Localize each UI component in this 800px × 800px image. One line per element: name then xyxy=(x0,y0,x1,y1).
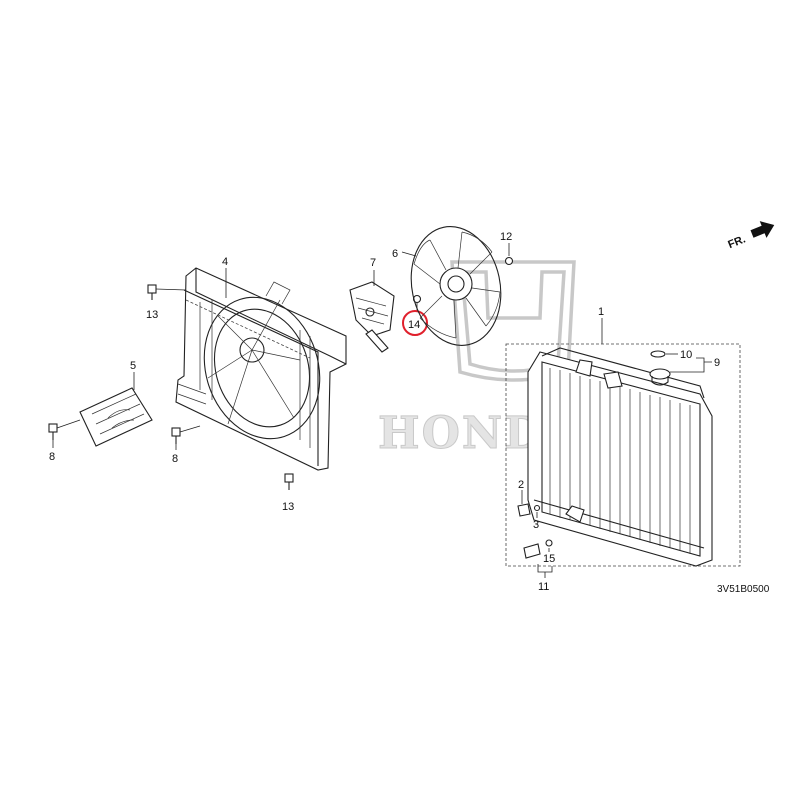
callout-14: 14 xyxy=(408,319,420,331)
callout-4: 4 xyxy=(222,256,228,268)
callout-10: 10 xyxy=(680,349,692,361)
highlight-circle xyxy=(402,310,428,336)
part-4-fan-shroud xyxy=(175,267,347,471)
part-9-radiator-cap xyxy=(649,368,671,386)
part-3-o-ring xyxy=(533,504,541,512)
callout-3: 3 xyxy=(533,519,539,531)
callout-13-bottom: 13 xyxy=(282,501,294,513)
bolt-8-center xyxy=(171,427,181,444)
diagram-code: 3V51B0500 xyxy=(717,584,770,595)
part-15-o-ring xyxy=(545,539,553,547)
front-direction-label: FR. xyxy=(726,233,747,251)
callout-2: 2 xyxy=(518,479,524,491)
callout-7: 7 xyxy=(370,257,376,269)
callout-12: 12 xyxy=(500,231,512,243)
callout-8-center: 8 xyxy=(172,453,178,465)
callout-1: 1 xyxy=(598,306,604,318)
part-11-drain-cock xyxy=(523,543,541,559)
arrow-icon xyxy=(750,221,775,238)
bolt-13-top xyxy=(147,284,157,300)
bolt-13-bottom xyxy=(284,473,294,490)
part-2-drain-bolt xyxy=(517,503,531,517)
part-12-nut xyxy=(504,256,514,266)
callout-13-top: 13 xyxy=(146,309,158,321)
part-10-o-ring xyxy=(650,350,666,358)
part-6-fan-blade xyxy=(410,226,502,346)
callout-9: 9 xyxy=(714,357,720,369)
part-1-radiator xyxy=(527,347,713,567)
callout-5: 5 xyxy=(130,360,136,372)
callout-11: 11 xyxy=(538,581,549,593)
callout-6: 6 xyxy=(392,248,398,260)
callout-15: 15 xyxy=(543,553,555,565)
part-7-fan-motor xyxy=(349,281,395,353)
callout-8-left: 8 xyxy=(49,451,55,463)
front-direction-arrow: FR. xyxy=(726,221,775,251)
bolt-8-left xyxy=(48,423,58,440)
part-5-shield xyxy=(79,387,153,447)
